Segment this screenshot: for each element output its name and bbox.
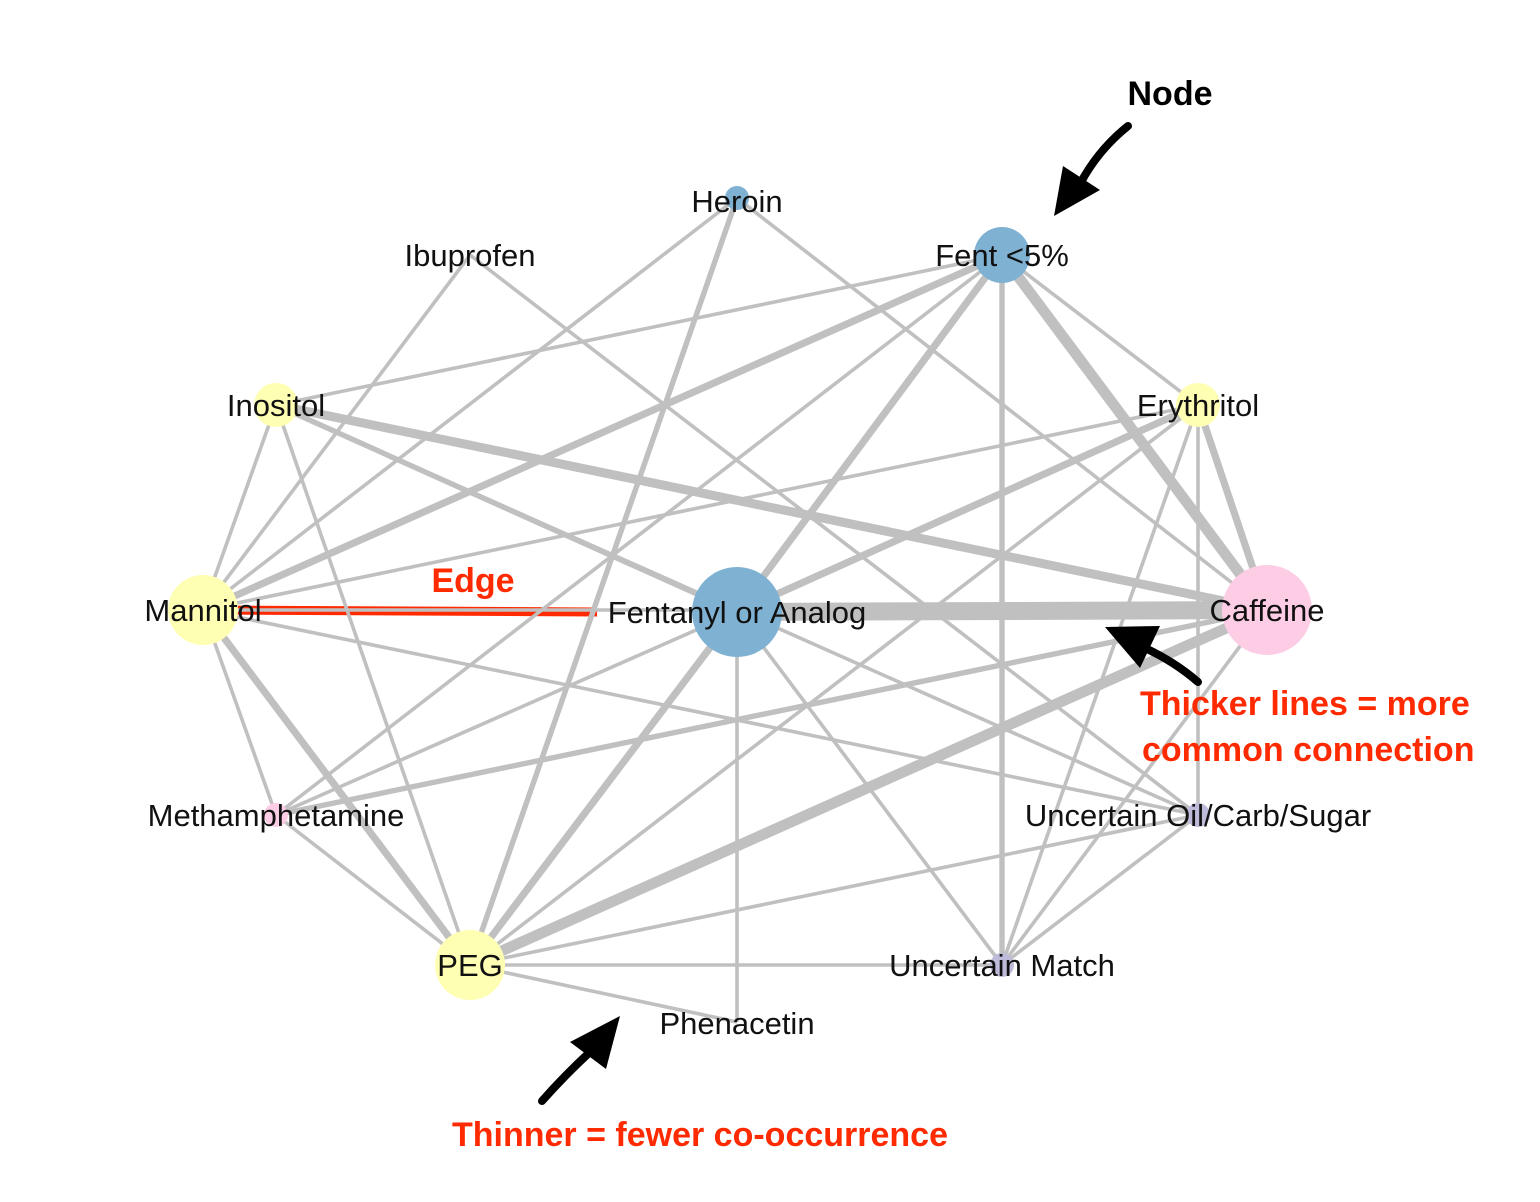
edge-fent5-erythritol: [1000, 253, 1200, 407]
edge-ibuprofen-uocs: [468, 253, 1200, 817]
edge-layer: [200, 196, 1272, 1024]
edge-meth-fent5: [274, 253, 1004, 817]
node-heroin: [725, 186, 749, 210]
node-erythritol: [1176, 383, 1220, 427]
edge-inositol-fent5: [275, 253, 1003, 407]
node-meth: [264, 803, 288, 827]
node-label-umatch: Uncertain Match: [889, 948, 1115, 983]
node-label-erythritol: Erythritol: [1137, 388, 1259, 423]
edge-fentanyl-erythritol: [735, 401, 1200, 616]
edge-heroin-mannitol: [201, 196, 739, 612]
edge-peg-phenacetin: [469, 963, 738, 1024]
edge-annotation: Edge: [431, 562, 514, 600]
annotation-layer: Node Edge Thicker lines = more common co…: [431, 75, 1474, 1154]
node-peg: [435, 930, 505, 1000]
node-label-phenacetin: Phenacetin: [659, 1006, 814, 1041]
edge-mannitol-uocs: [202, 608, 1199, 817]
edge-fentanyl-meth: [275, 610, 738, 817]
node-label-fent5: Fent <5%: [935, 238, 1069, 273]
edge-meth-caffeine: [275, 607, 1268, 818]
node-layer: [168, 186, 1312, 1000]
edge-peg-fentanyl: [467, 609, 740, 968]
node-umatch: [990, 953, 1014, 977]
edge-peg-uocs: [469, 813, 1199, 967]
node-inositol: [254, 383, 298, 427]
thinner-arrow-icon: [538, 1016, 620, 1105]
edge-mannitol-meth: [201, 609, 278, 816]
node-arrow-icon: [1054, 122, 1132, 216]
edge-heroin-peg: [467, 197, 740, 966]
node-fentanyl: [692, 567, 782, 657]
thicker-arrow-icon: [1105, 626, 1202, 686]
node-mannitol: [168, 575, 238, 645]
node-label-mannitol: Mannitol: [144, 593, 261, 628]
node-label-fentanyl: Fentanyl or Analog: [608, 595, 867, 630]
edge-caffeine-umatch: [1000, 608, 1269, 967]
edge-caffeine-peg: [469, 608, 1268, 967]
edge-fentanyl-fent5: [734, 252, 1005, 615]
edge-inositol-mannitol: [201, 404, 278, 611]
edge-mannitol-fent5: [201, 251, 1004, 614]
thicker-annotation-line2: common connection: [1142, 731, 1474, 769]
node-label-inositol: Inositol: [227, 388, 325, 423]
node-label-heroin: Heroin: [691, 184, 782, 219]
node-label-caffeine: Caffeine: [1210, 593, 1325, 628]
thinner-annotation: Thinner = fewer co-occurrence: [452, 1116, 948, 1154]
node-fent5: [974, 227, 1030, 283]
node-annotation: Node: [1128, 75, 1213, 113]
edge-heroin-caffeine: [735, 196, 1269, 612]
edge-erythritol-peg: [468, 403, 1200, 967]
edge-meth-peg: [274, 813, 472, 967]
node-label-uocs: Uncertain Oil/Carb/Sugar: [1025, 798, 1371, 833]
node-label-ibuprofen: Ibuprofen: [405, 238, 536, 273]
edge-mannitol-erythritol: [202, 403, 1199, 612]
node-label-meth: Methamphetamine: [148, 798, 405, 833]
node-label-peg: PEG: [437, 948, 502, 983]
edge-inositol-peg: [274, 404, 472, 966]
node-uocs: [1186, 803, 1210, 827]
edge-uocs-umatch: [1000, 813, 1200, 967]
thicker-annotation-line1: Thicker lines = more: [1140, 685, 1470, 723]
edge-inositol-caffeine: [275, 400, 1268, 615]
node-caffeine: [1222, 565, 1312, 655]
